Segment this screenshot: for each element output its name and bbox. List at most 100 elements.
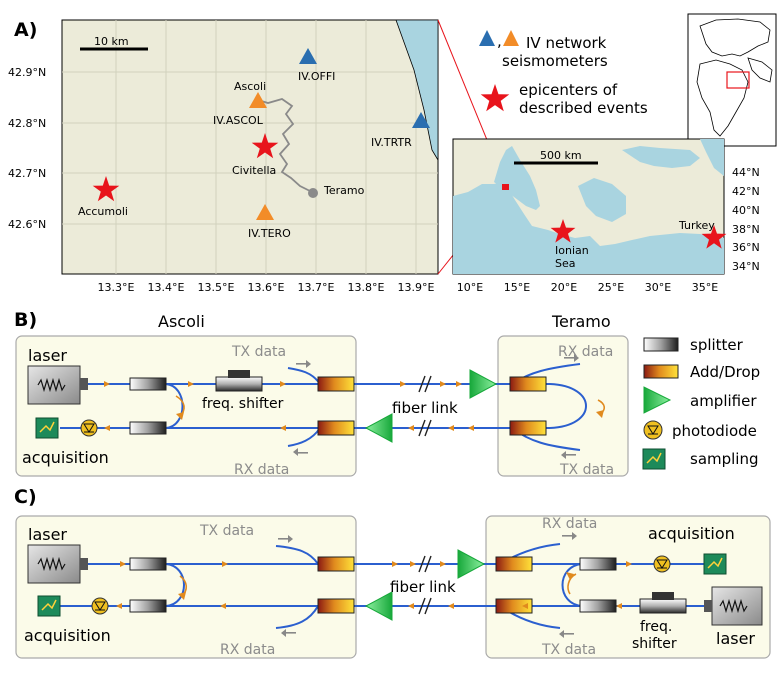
laser-b bbox=[27, 365, 88, 405]
regional-lat-ticks: 44°N 42°N 40°N 38°N 36°N 34°N bbox=[732, 166, 760, 273]
inset-highlight bbox=[726, 71, 750, 89]
link-breaks-b bbox=[418, 375, 432, 437]
amplifier-b-forward bbox=[469, 369, 498, 399]
tx-data-b-label: TX data bbox=[231, 344, 286, 360]
svg-text:42.9°N: 42.9°N bbox=[8, 66, 46, 79]
regional-highlight bbox=[502, 184, 509, 190]
sampling-c-left bbox=[37, 595, 61, 617]
svg-text:,: , bbox=[497, 32, 502, 50]
legend-sampling-icon bbox=[642, 448, 666, 470]
ascoli-box bbox=[15, 335, 357, 477]
svg-text:10°E: 10°E bbox=[457, 281, 483, 294]
inset-africa bbox=[696, 59, 749, 137]
legend-epic-line1: epicenters of bbox=[519, 81, 618, 99]
station-offi-marker bbox=[299, 48, 317, 64]
svg-text:13.8°E: 13.8°E bbox=[348, 281, 385, 294]
legend-b: splitter Add/Drop amplifier photodiode s… bbox=[642, 336, 760, 470]
adddrop-b-ascoli-top bbox=[317, 376, 355, 392]
freq-shifter-b bbox=[215, 370, 263, 392]
rx-data-c-left-label: RX data bbox=[220, 642, 275, 658]
legend-amplifier-label: amplifier bbox=[690, 392, 757, 410]
epicenter-civitella bbox=[251, 133, 279, 159]
local-scalebar-label: 10 km bbox=[94, 35, 129, 48]
town-accumoli-label: Accumoli bbox=[78, 205, 128, 218]
epicenter-turkey bbox=[701, 225, 727, 249]
svg-text:30°E: 30°E bbox=[645, 281, 671, 294]
station-tero-marker bbox=[256, 204, 274, 220]
legend-orange-triangle bbox=[503, 30, 519, 46]
rx-data-c-right-label: RX data bbox=[542, 516, 597, 532]
tx-data-b-teramo-label: TX data bbox=[559, 462, 614, 478]
photodiode-c-right bbox=[653, 555, 671, 573]
site-teramo-label: Teramo bbox=[551, 312, 611, 331]
local-map: 10 km IV.OFFI IV.ASCOL IV.TRTR IV.TERO A… bbox=[8, 19, 439, 294]
splitter-b-bottom bbox=[129, 421, 167, 435]
direction-arrows-b bbox=[104, 381, 474, 431]
panel-b: B) Ascoli Teramo laser bbox=[14, 309, 629, 478]
inset-arabia bbox=[747, 57, 773, 83]
adriatic-region bbox=[494, 146, 540, 210]
adddrop-c-right-bottom bbox=[495, 598, 533, 614]
svg-text:42.8°N: 42.8°N bbox=[8, 117, 46, 130]
svg-text:13.5°E: 13.5°E bbox=[198, 281, 235, 294]
acquisition-c-left-label: acquisition bbox=[24, 626, 111, 645]
adddrop-b-teramo-top bbox=[509, 376, 547, 392]
local-map-frame bbox=[61, 19, 439, 275]
panel-c: C) laser bbox=[14, 486, 771, 659]
grey-arrows-b bbox=[293, 354, 579, 459]
town-teramo-label: Teramo bbox=[323, 184, 365, 197]
tx-data-c-right-label: TX data bbox=[541, 642, 596, 658]
acquisition-b-label: acquisition bbox=[22, 448, 109, 467]
freq-line1-label: freq. bbox=[640, 619, 672, 635]
rx-data-b-teramo-label: RX data bbox=[558, 344, 613, 360]
amplifier-c-return bbox=[364, 591, 393, 621]
aegean-sea bbox=[578, 178, 626, 222]
station-tero-label: IV.TERO bbox=[248, 227, 291, 240]
legend-blue-triangle bbox=[479, 30, 495, 46]
legend-adddrop-label: Add/Drop bbox=[690, 363, 760, 381]
freq-line2-label: shifter bbox=[632, 636, 677, 652]
epicenter-accumoli bbox=[92, 176, 120, 202]
svg-text:13.4°E: 13.4°E bbox=[148, 281, 185, 294]
station-trtr-label: IV.TRTR bbox=[371, 136, 412, 149]
lat-ticks: 42.9°N 42.8°N 42.7°N 42.6°N bbox=[8, 66, 46, 231]
freq-shifter-b-label: freq. shifter bbox=[202, 396, 284, 412]
regional-scalebar-label: 500 km bbox=[540, 149, 582, 162]
town-ascoli-label: Ascoli bbox=[234, 80, 266, 93]
adddrop-b-teramo-bottom bbox=[509, 420, 547, 436]
ionian-label: Ionian bbox=[555, 244, 589, 257]
svg-text:13.6°E: 13.6°E bbox=[248, 281, 285, 294]
fiber-route bbox=[257, 98, 313, 193]
laser-c-left-label: laser bbox=[28, 525, 67, 544]
svg-text:42.6°N: 42.6°N bbox=[8, 218, 46, 231]
black-sea bbox=[622, 146, 700, 168]
regional-map: 500 km Turkey Ionian Sea 44°N 42°N 40°N … bbox=[452, 138, 760, 294]
legend-epic-line2: described events bbox=[519, 99, 648, 117]
legend-sampling-label: sampling bbox=[690, 450, 759, 468]
svg-text:44°N: 44°N bbox=[732, 166, 760, 179]
adddrop-c-right-top bbox=[495, 556, 533, 572]
legend-amplifier-icon bbox=[643, 386, 672, 414]
rx-data-b-label: RX data bbox=[234, 462, 289, 478]
legend-splitter-icon bbox=[643, 337, 679, 352]
svg-text:15°E: 15°E bbox=[504, 281, 530, 294]
svg-text:36°N: 36°N bbox=[732, 241, 760, 254]
lon-ticks: 13.3°E 13.4°E 13.5°E 13.6°E 13.7°E 13.8°… bbox=[98, 281, 435, 294]
svg-text:40°N: 40°N bbox=[732, 204, 760, 217]
direction-arrows-c bbox=[116, 561, 632, 609]
splitter-c-left-top bbox=[129, 557, 167, 571]
station-offi-label: IV.OFFI bbox=[298, 70, 335, 83]
grey-arrows-c bbox=[278, 532, 577, 638]
svg-text:13.3°E: 13.3°E bbox=[98, 281, 135, 294]
splitter-c-left-bottom bbox=[129, 599, 167, 613]
amplifier-c-forward bbox=[457, 549, 486, 579]
loop-arrow-c-right bbox=[567, 573, 577, 595]
svg-text:13.7°E: 13.7°E bbox=[298, 281, 335, 294]
caspian-sea bbox=[700, 139, 724, 176]
svg-text:42°N: 42°N bbox=[732, 185, 760, 198]
world-inset bbox=[687, 13, 777, 147]
station-trtr-marker bbox=[412, 112, 430, 128]
svg-text:25°E: 25°E bbox=[598, 281, 624, 294]
laser-c-right-label: laser bbox=[716, 629, 755, 648]
panel-label-b: B) bbox=[14, 309, 37, 331]
